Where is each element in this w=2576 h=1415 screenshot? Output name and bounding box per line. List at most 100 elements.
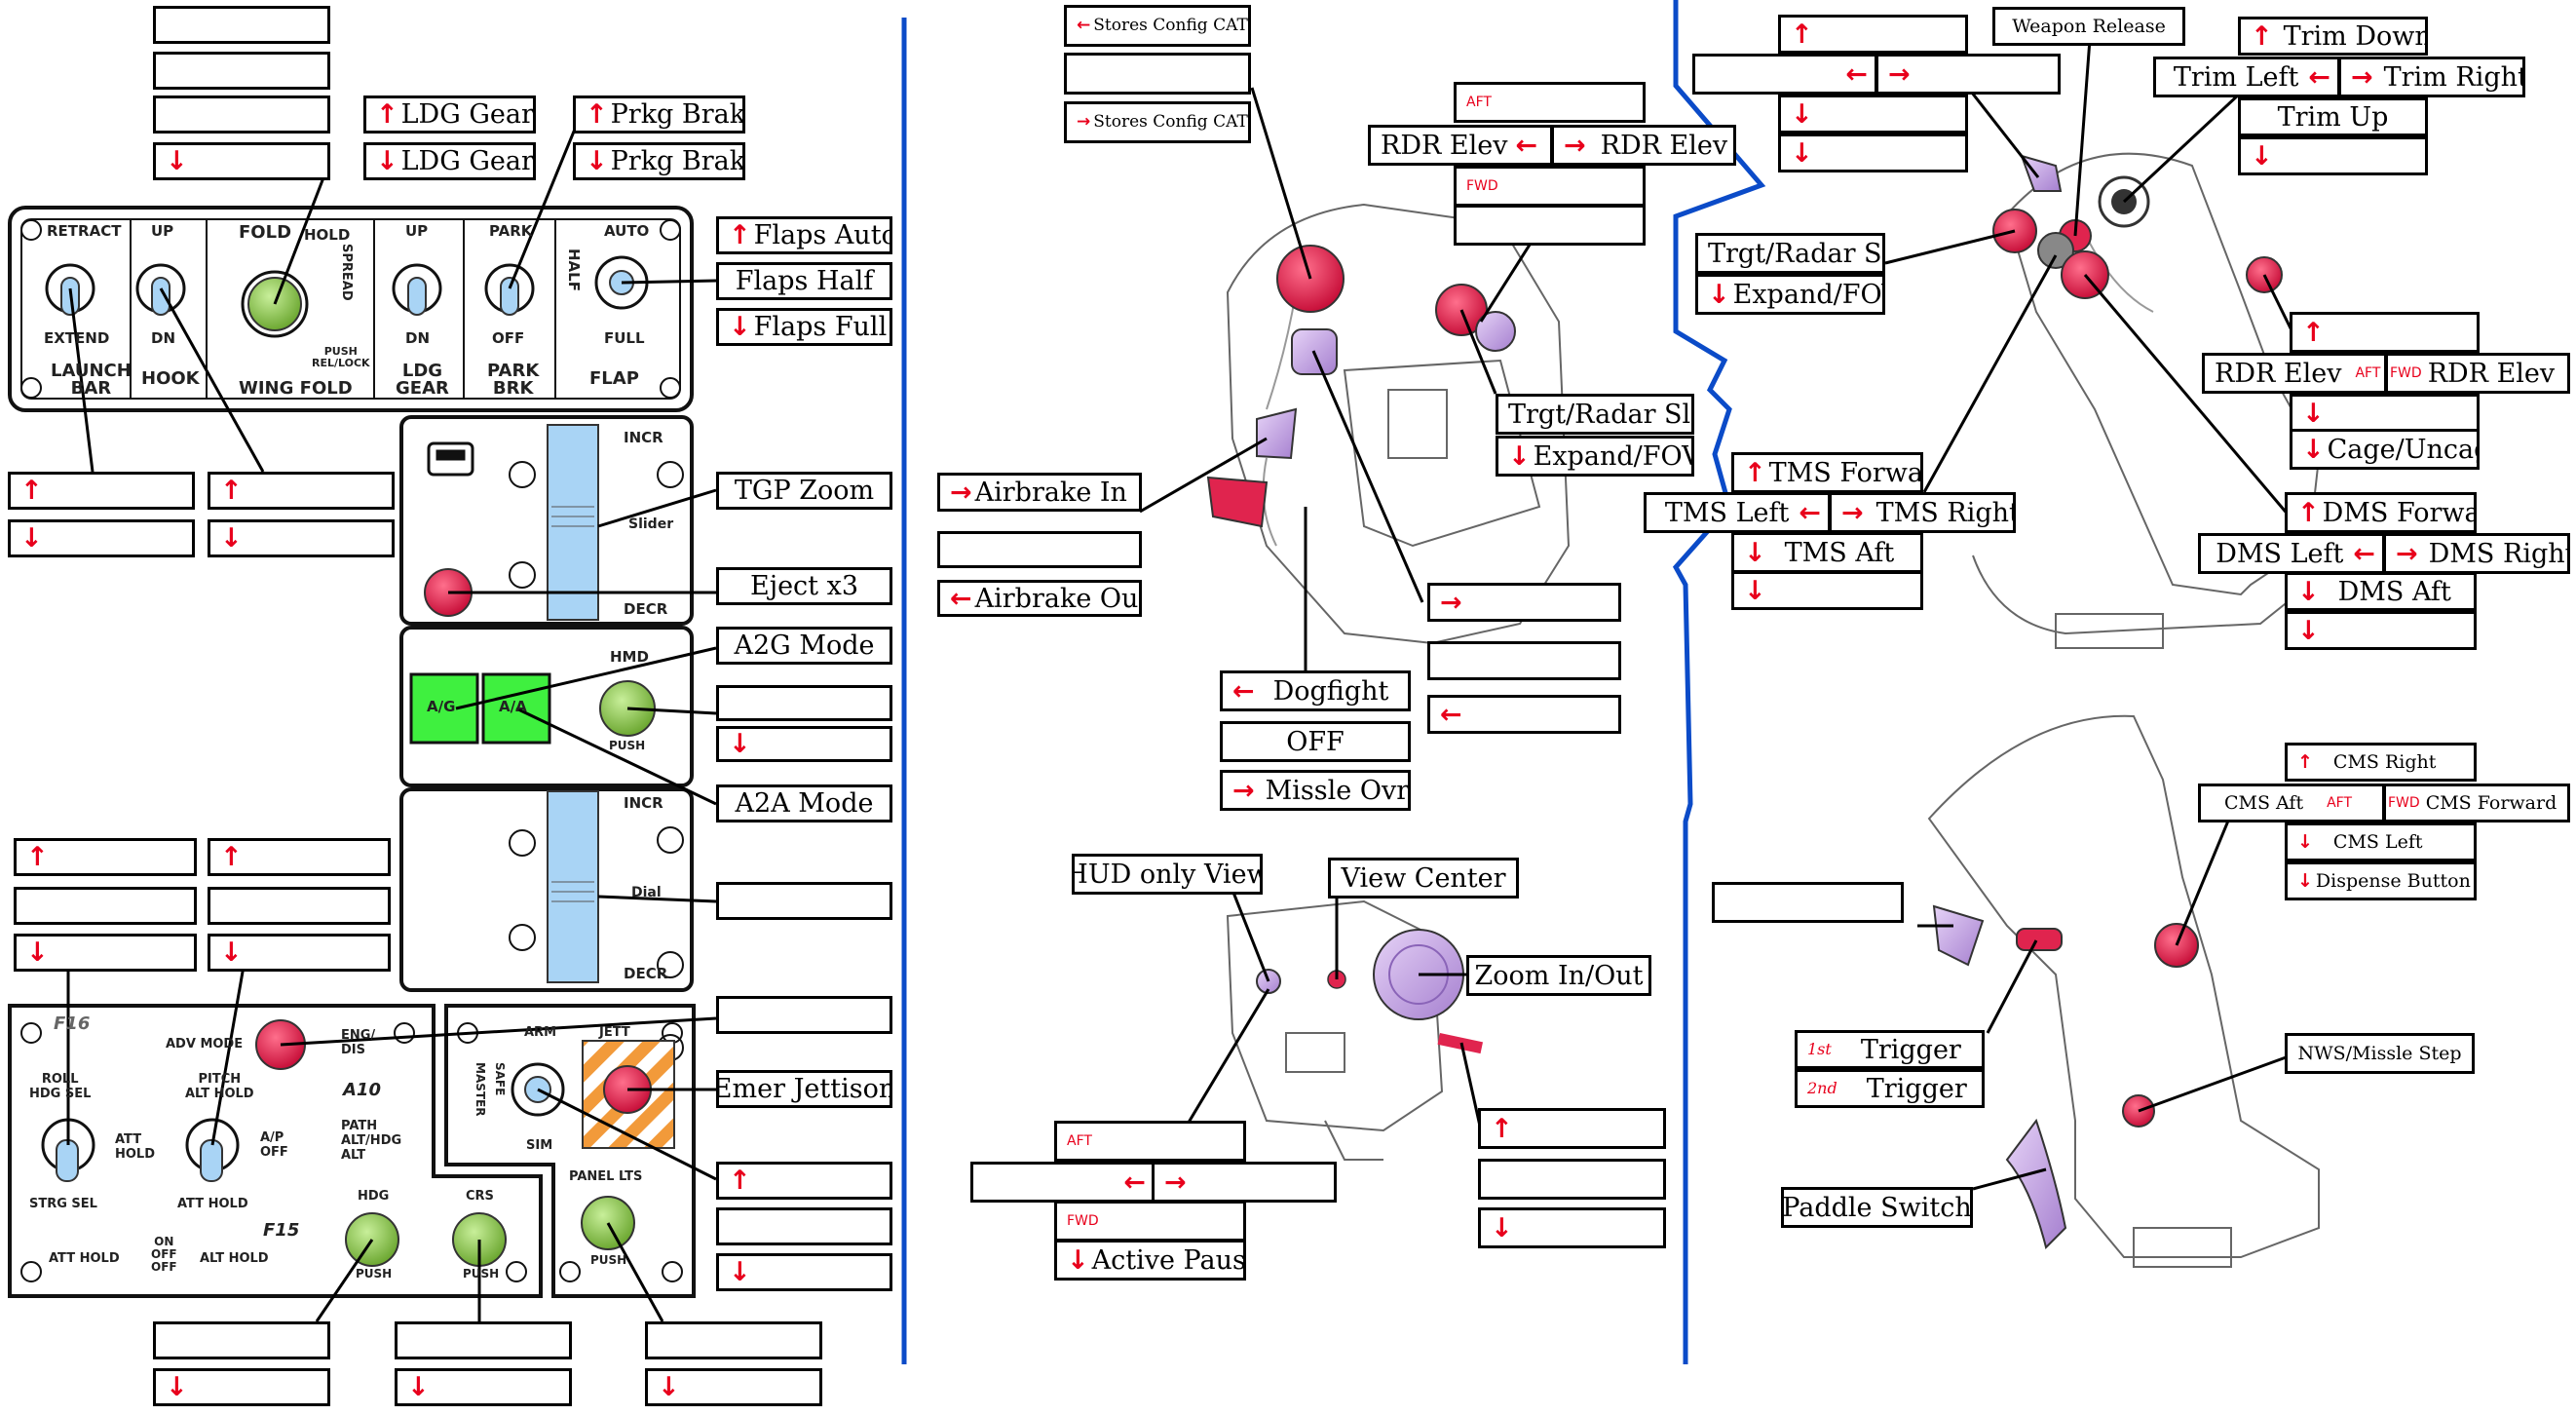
label-ldg-gear-up: ↑LDG Gear Up: [363, 96, 536, 134]
up-arrow-icon: ↑: [1491, 1113, 1513, 1144]
label-a2a-mode: A2A Mode: [716, 784, 892, 822]
label-text: Paddle Switch: [1782, 1192, 1972, 1223]
label-text: Trgt/Radar Slew: [1508, 399, 1691, 430]
label-text: Expand/FOV: [1732, 279, 1885, 310]
label-text: Stores Config CAT 1: [1093, 112, 1251, 132]
down-arrow-icon: ↓: [2297, 576, 2320, 607]
panel-retract: RETRACT: [47, 222, 122, 240]
label-tms-aft: ↓TMS Aft: [1731, 532, 1923, 573]
blank-box-c-3: ←: [1427, 695, 1621, 734]
panel-adv-mode: ADV MODE: [166, 1037, 244, 1052]
blank-box-bl-3: ↓: [14, 934, 197, 972]
panel-safe: SAFE: [493, 1062, 507, 1096]
label-text: Trigger: [1860, 1034, 1961, 1065]
box-pause-aft: AFT: [1054, 1121, 1246, 1162]
label-trim-right: →Trim Right: [2338, 57, 2525, 97]
blank-box-r-2: ↓: [1778, 95, 1968, 134]
up-arrow-icon: ↑: [2251, 20, 2273, 52]
label-tgp-zoom: TGP Zoom: [716, 472, 892, 510]
label-flaps-half: Flaps Half: [716, 262, 892, 300]
second-stage-tag: 2nd: [1807, 1079, 1837, 1097]
panel-ldg-dn: DN: [405, 329, 431, 347]
label-text: Trgt/Radar Slew: [1708, 238, 1882, 269]
box-r-left: ←: [1692, 54, 1877, 95]
label-dms-forward: ↑DMS Forward: [2285, 492, 2477, 533]
panel-f15: F15: [263, 1220, 300, 1241]
up-arrow-icon: ↑: [2297, 497, 2320, 528]
fwd-tag: FWD: [2390, 365, 2422, 381]
down-arrow-icon: ↓: [26, 937, 49, 968]
label-text: CMS Forward: [2425, 791, 2557, 814]
label-text: TMS Right: [1875, 497, 2016, 528]
label-airbrake-in: →Airbrake In: [937, 473, 1142, 512]
left-arrow-icon: ←: [1077, 16, 1091, 35]
label-stores-cat3: ←Stores Config CAT 3: [1064, 5, 1251, 47]
box-pause-right: →: [1152, 1162, 1337, 1203]
panel-att-hold: ATT HOLD: [115, 1132, 156, 1162]
panel-wing-fold: WING FOLD: [239, 378, 353, 399]
right-arrow-icon: →: [1841, 497, 1864, 528]
panel-dial: Dial: [631, 885, 662, 900]
panel-off: OFF: [492, 329, 525, 347]
label-text: Trigger: [1866, 1073, 1967, 1104]
up-arrow-icon: ↑: [1744, 457, 1766, 488]
up-arrow-icon: ↑: [2302, 317, 2325, 348]
label-view-center: View Center: [1328, 858, 1519, 899]
label-trim-left: Trim Left←: [2153, 57, 2340, 97]
fwd-tag: FWD: [1466, 178, 1498, 194]
label-prkg-brake-off: ↓Prkg Brake Off: [573, 142, 745, 180]
up-arrow-icon: ↑: [20, 476, 43, 506]
panel-arm: ARM: [524, 1025, 557, 1040]
label-trgt-radar-slew-r: Trgt/Radar Slew: [1695, 233, 1885, 274]
label-tms-right: → TMS Right: [1829, 492, 2016, 533]
label-text: RDR Elev: [1381, 130, 1508, 161]
panel-hook-dn: DN: [151, 329, 176, 347]
blank-box-arm-1: ↑: [716, 1162, 892, 1200]
label-text: LDG Gear Dn: [400, 146, 534, 176]
label-text: DMS Right: [2428, 538, 2570, 569]
right-arrow-icon: →: [2351, 61, 2373, 93]
down-arrow-icon: ↓: [166, 146, 188, 176]
up-arrow-icon: ↑: [376, 99, 398, 130]
aft-tag: AFT: [2327, 795, 2353, 811]
label-text: CMS Right: [2332, 750, 2437, 773]
down-arrow-icon: ↓: [407, 1372, 430, 1402]
label-text: DMS Left: [2216, 538, 2344, 569]
blank-box-r-3: ↓: [1778, 134, 1968, 172]
up-arrow-icon: ↑: [586, 99, 608, 130]
label-stores-cat1: →Stores Config CAT 1: [1064, 101, 1251, 143]
right-arrow-icon: →: [1164, 1166, 1187, 1198]
blank-box-c-b3: ↓: [1478, 1207, 1666, 1248]
blank-box-dial: [716, 882, 892, 920]
down-arrow-icon: ↓: [1791, 137, 1813, 169]
label-tms-forward: ↑TMS Forward: [1731, 452, 1923, 493]
label-trim-down: ↑Trim Down: [2238, 17, 2428, 56]
panel-ap-off: A/P OFF: [260, 1130, 288, 1160]
blank-box-hmd-2: ↓: [716, 726, 892, 762]
panel-push-hdg: PUSH: [356, 1267, 393, 1281]
blank-box-hdg-1: [153, 1321, 330, 1359]
down-arrow-icon: ↓: [729, 729, 751, 759]
aft-tag: AFT: [1466, 95, 1492, 110]
panel-att-hold2-top: ATT HOLD: [177, 1197, 248, 1211]
label-dms-left: DMS Left←: [2198, 533, 2385, 574]
leader-lines: [66, 38, 2300, 1322]
label-rdr-elev-right: →RDR Elev: [1551, 125, 1736, 166]
label-text: Flaps Auto: [753, 220, 892, 250]
panel-park: PARK: [489, 222, 533, 240]
panel-incr-2: INCR: [624, 794, 663, 812]
blank-box-tl-4: ↓: [153, 142, 330, 180]
label-text: Dogfight: [1272, 675, 1389, 707]
label-dogfight: ←Dogfight: [1220, 670, 1411, 711]
down-arrow-icon: ↓: [376, 146, 398, 176]
label-tms-left: TMS Left←: [1644, 492, 1831, 533]
panel-incr-1: INCR: [624, 429, 663, 446]
blank-box-rdr-r: ↓: [2290, 394, 2480, 433]
blank-box-c-b1: ↑: [1478, 1108, 1666, 1149]
blank-box-ml-2: ↓: [8, 519, 195, 557]
panel-push-hmd: PUSH: [609, 739, 646, 752]
blank-box-c-1: →: [1427, 583, 1621, 622]
